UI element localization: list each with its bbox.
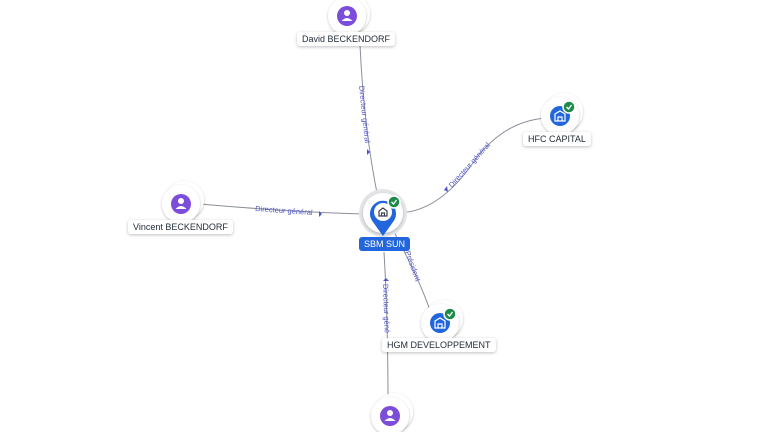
- building-icon: [378, 207, 388, 217]
- edge-center-hfc: [397, 117, 549, 214]
- edge-bottom-center: [383, 251, 389, 403]
- check-icon: [562, 100, 576, 114]
- arrow-david-center: [367, 149, 370, 155]
- edge-vincent-center: [199, 203, 365, 215]
- node-label-hgm[interactable]: HGM DEVELOPPEMENT: [382, 338, 496, 352]
- person-icon: [384, 410, 396, 421]
- arrow-bottom-center: [383, 278, 389, 281]
- arrow-center-hfc: [444, 186, 448, 192]
- node-label-vincent[interactable]: Vincent BECKENDORF: [128, 220, 233, 234]
- building-icon: [434, 317, 446, 329]
- building-icon: [554, 110, 566, 122]
- edge-label-hgm: Président: [403, 250, 423, 284]
- node-hgm[interactable]: [421, 300, 463, 342]
- person-icon: [175, 198, 187, 209]
- node-bottom-person[interactable]: [371, 393, 413, 432]
- edge-label-vincent: Directeur général: [255, 204, 313, 217]
- edge-label-bottom: Directeur géné: [381, 284, 392, 333]
- node-label-center[interactable]: SBM SUN: [359, 237, 411, 251]
- node-label-david[interactable]: David BECKENDORF: [297, 32, 396, 46]
- node-label-hfc[interactable]: HFC CAPITAL: [523, 132, 591, 146]
- edge-david-center: [359, 44, 379, 199]
- check-icon: [443, 307, 457, 321]
- node-david[interactable]: [328, 0, 370, 35]
- arrow-vincent-center: [319, 211, 322, 217]
- node-hfc[interactable]: [541, 93, 583, 135]
- check-icon: [387, 195, 401, 209]
- edge-arrows: [319, 149, 448, 281]
- edge-label-hfc: Directeur général: [447, 140, 492, 189]
- person-icon: [341, 10, 353, 21]
- node-vincent[interactable]: [162, 181, 204, 223]
- edge-label-david: Directeur général: [357, 85, 372, 143]
- node-center[interactable]: [359, 189, 407, 237]
